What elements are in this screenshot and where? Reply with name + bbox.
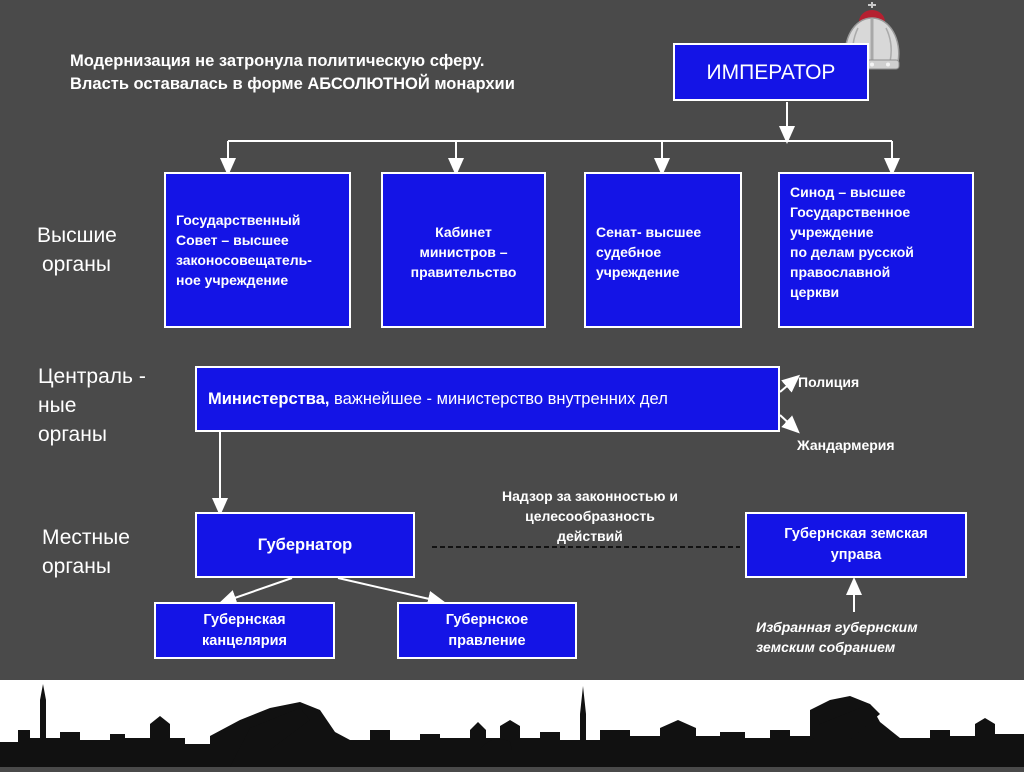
governor-label: Губернатор xyxy=(257,535,353,554)
administration-line: правление xyxy=(448,632,526,649)
police-label: Полиция xyxy=(798,374,860,390)
chancellery-box: Губернская канцелярия xyxy=(154,602,335,659)
zemstvo-board-box: Губернская земская управа xyxy=(745,512,967,578)
cabinet-line: Кабинет xyxy=(435,224,492,240)
governor-to-administration-arrow xyxy=(337,577,446,607)
cabinet-box: Кабинет министров – правительство xyxy=(381,172,546,328)
synod-line: православной xyxy=(790,264,891,280)
synod-line: учреждение xyxy=(790,224,874,240)
ministries-bold: Министерства, xyxy=(208,390,330,408)
state-council-line: Совет – высшее xyxy=(176,232,289,248)
synod-line: Синод – высшее xyxy=(790,184,906,200)
administration-line: Губернское xyxy=(445,611,529,628)
heading-line-1: Модернизация не затронула политическую с… xyxy=(70,52,485,70)
cabinet-line: министров – xyxy=(419,244,508,260)
senate-line: учреждение xyxy=(596,264,680,280)
synod-line: по делам русской xyxy=(790,244,914,260)
state-council-line: законосовещатель- xyxy=(176,252,312,268)
state-council-box: Государственный Совет – высшее законосов… xyxy=(164,172,351,328)
level-label-local: Местные органы xyxy=(42,526,130,578)
chancellery-line: канцелярия xyxy=(202,632,287,649)
zemstvo-board-line: управа xyxy=(830,547,882,563)
administration-box: Губернское правление xyxy=(397,602,577,659)
senate-line: судебное xyxy=(596,244,662,260)
emperor-label: ИМПЕРАТОР xyxy=(706,60,836,84)
gendarmerie-arrow xyxy=(779,414,800,434)
skyline-band xyxy=(0,680,1024,767)
governor-box: Губернатор xyxy=(195,512,415,578)
state-council-line: Государственный xyxy=(176,212,301,228)
synod-line: Государственное xyxy=(790,204,911,220)
chancellery-line: Губернская xyxy=(203,611,286,628)
city-skyline-silhouette xyxy=(0,684,1024,767)
elected-note: Избранная губернским земским собранием xyxy=(756,619,918,655)
ministries-rest: важнейшее - министерство внутренних дел xyxy=(329,390,668,408)
synod-line: церкви xyxy=(790,284,840,300)
slide-heading: Модернизация не затронула политическую с… xyxy=(70,50,650,96)
heading-line-2: Власть оставалась в форме АБСОЛЮТНОЙ мон… xyxy=(70,75,515,93)
emperor-box: ИМПЕРАТОР xyxy=(673,43,869,101)
level-label-central: Централь - ные органы xyxy=(38,365,146,446)
state-council-line: ное учреждение xyxy=(176,272,289,288)
supervision-note: Надзор за законностью и целесообразность… xyxy=(502,488,678,544)
gendarmerie-label: Жандармерия xyxy=(797,437,895,453)
police-arrow xyxy=(779,374,801,393)
cabinet-line: правительство xyxy=(410,264,517,280)
ministries-box: Министерства, важнейшее - министерство в… xyxy=(195,366,780,432)
senate-box: Сенат- высшее судебное учреждение xyxy=(584,172,742,328)
level-label-higher: Высшие органы xyxy=(37,224,117,276)
senate-line: Сенат- высшее xyxy=(596,224,702,240)
zemstvo-board-line: Губернская земская xyxy=(784,526,928,542)
synod-box: Синод – высшее Государственное учреждени… xyxy=(778,172,974,328)
governor-to-chancellery-arrow xyxy=(218,577,293,606)
